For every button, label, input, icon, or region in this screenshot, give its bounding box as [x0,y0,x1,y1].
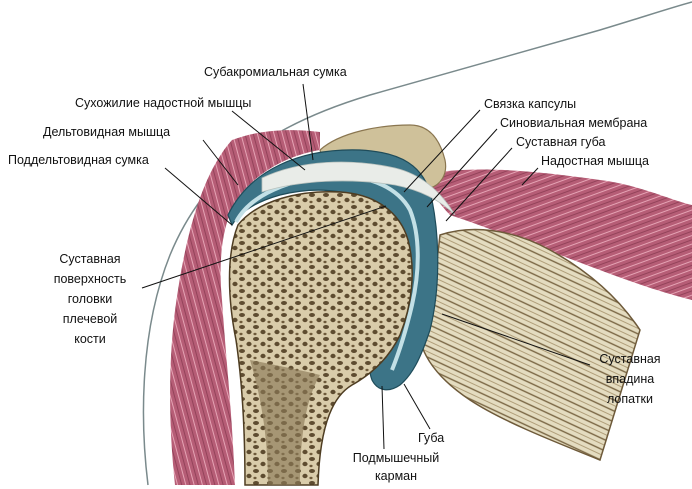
label-axillary-pouch: Подмышечный карман [346,451,446,484]
label-lip: Губа [418,431,444,446]
label-supraspinatus: Надостная мышца [541,154,649,169]
label-synovial-membrane: Синовиальная мембрана [500,116,647,131]
label-glenoid-cavity: Суставная впадина лопатки [584,352,676,407]
label-deltoid: Дельтовидная мышца [43,125,170,140]
label-capsule-ligament: Связка капсулы [484,97,576,112]
label-subacromial-bursa: Субакромиальная сумка [204,65,347,80]
label-supraspinatus-tendon: Сухожилие надостной мышцы [75,96,251,111]
label-subdeltoid-bursa: Поддельтовидная сумка [8,153,149,168]
label-humeral-surface: Суставная поверхность головки плечевой к… [40,252,140,347]
label-glenoid-labrum: Суставная губа [516,135,605,150]
humerus [230,192,413,485]
